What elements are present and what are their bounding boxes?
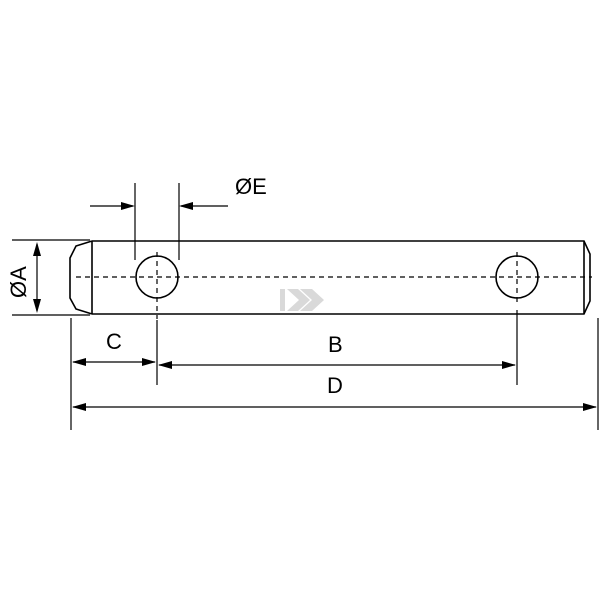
label-c: C xyxy=(106,329,122,354)
extension-lines xyxy=(12,183,599,430)
dimension-e xyxy=(90,202,228,210)
pin-body xyxy=(69,240,592,315)
label-diameter-a: ØA xyxy=(6,266,31,298)
hole-right xyxy=(495,252,539,302)
label-diameter-e: ØE xyxy=(235,174,267,199)
watermark-logo xyxy=(280,289,324,311)
dimension-a xyxy=(33,242,41,313)
dimension-b xyxy=(158,361,516,369)
dimension-c xyxy=(72,358,156,366)
hole-left xyxy=(135,252,179,319)
dimension-d xyxy=(72,403,597,411)
label-d: D xyxy=(327,373,343,398)
label-b: B xyxy=(328,332,343,357)
